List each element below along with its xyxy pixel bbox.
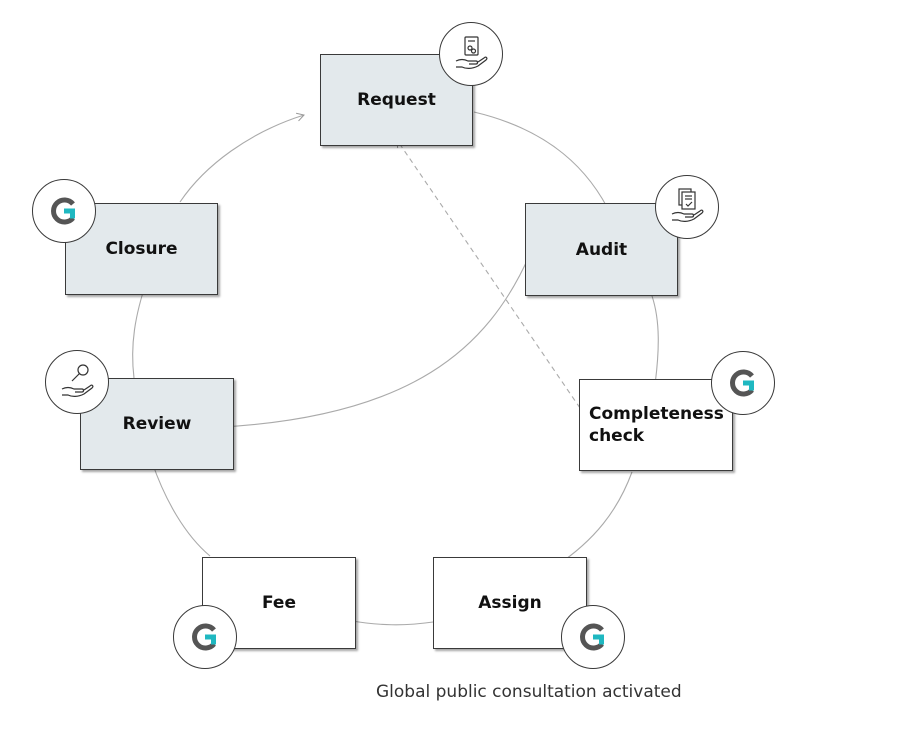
node-request-label: Request xyxy=(357,90,436,110)
node-closure-label: Closure xyxy=(105,239,178,259)
node-audit[interactable]: Audit xyxy=(525,203,678,296)
connector-request-audit xyxy=(473,111,614,218)
node-completeness-label-line2: check xyxy=(589,426,645,446)
connector-assign-fee xyxy=(345,616,434,626)
hand-checklist-icon xyxy=(655,175,719,239)
g-logo-icon xyxy=(32,179,96,243)
hand-document-icon xyxy=(439,22,503,86)
node-completeness-label-line1: Completeness xyxy=(589,404,724,424)
diagram-caption: Global public consultation activated xyxy=(376,682,682,702)
hand-magnifier-icon xyxy=(45,350,109,414)
connector-completeness-assign xyxy=(555,471,633,567)
g-logo-icon xyxy=(711,351,775,415)
connector-audit-completeness xyxy=(650,295,660,393)
node-fee-label: Fee xyxy=(262,593,296,613)
node-assign-label: Assign xyxy=(478,593,542,613)
connector-audit-review xyxy=(221,253,531,432)
connector-fee-review xyxy=(149,461,211,557)
g-logo-icon xyxy=(173,605,237,669)
g-logo-icon xyxy=(561,605,625,669)
node-completeness-check[interactable]: Completeness check xyxy=(579,379,733,471)
node-review-label: Review xyxy=(122,414,192,434)
node-audit-label: Audit xyxy=(575,239,628,260)
connector-completeness-request xyxy=(396,139,581,409)
connector-closure-request xyxy=(179,112,305,203)
